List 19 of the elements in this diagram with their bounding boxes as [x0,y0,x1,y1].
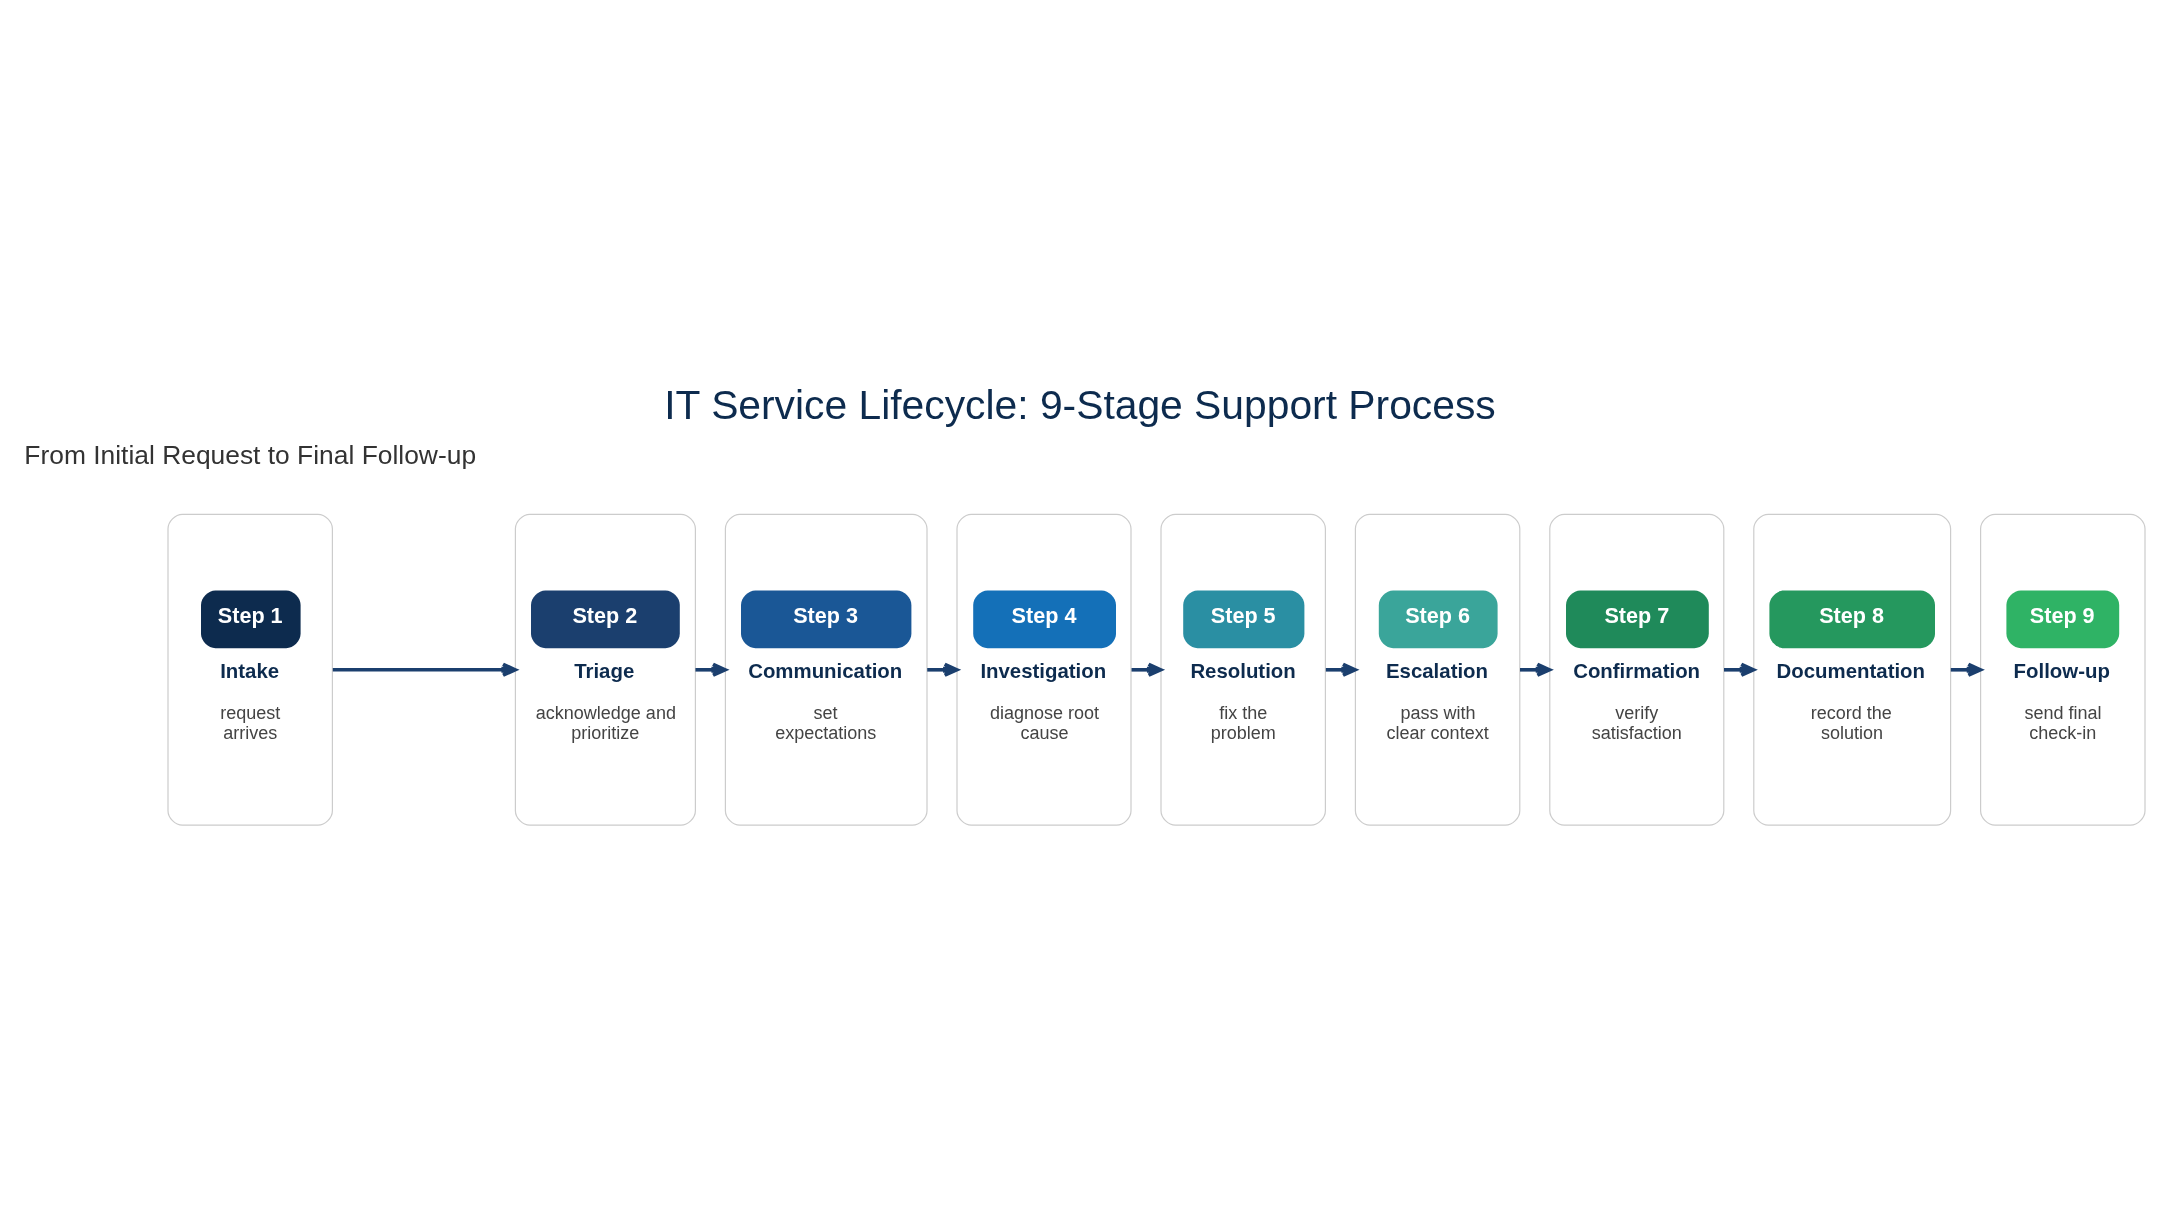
node-box: Step 1 Intake request arrives [167,513,333,826]
node-box: Step 7 Confirmation verify satisfaction [1549,513,1725,826]
arrow [695,662,727,677]
arrow [1131,662,1163,677]
arrow [1950,662,1983,677]
arrow [1325,662,1357,677]
arrow [1724,662,1756,677]
node-box: Step 4 Investigation diagnose root cause [956,513,1132,826]
node-box: Step 6 Escalation pass with clear context [1354,513,1521,826]
node-box: Step 2 Triage acknowledge and prioritize [514,513,696,826]
arrow [1520,662,1552,677]
node-box: Step 8 Documentation record the solution [1753,513,1952,826]
arrow [927,662,959,677]
node-box: Step 5 Resolution fix the problem [1160,513,1326,826]
label: From Initial Request to Final Follow-up [24,439,477,470]
node-box: Step 9 Follow-up send final check-in [1980,513,2146,826]
diagram-title: IT Service Lifecycle: 9-Stage Support Process [664,381,1496,428]
arrow [332,662,517,677]
node-box: Step 3 Communication set expectations [724,513,928,826]
